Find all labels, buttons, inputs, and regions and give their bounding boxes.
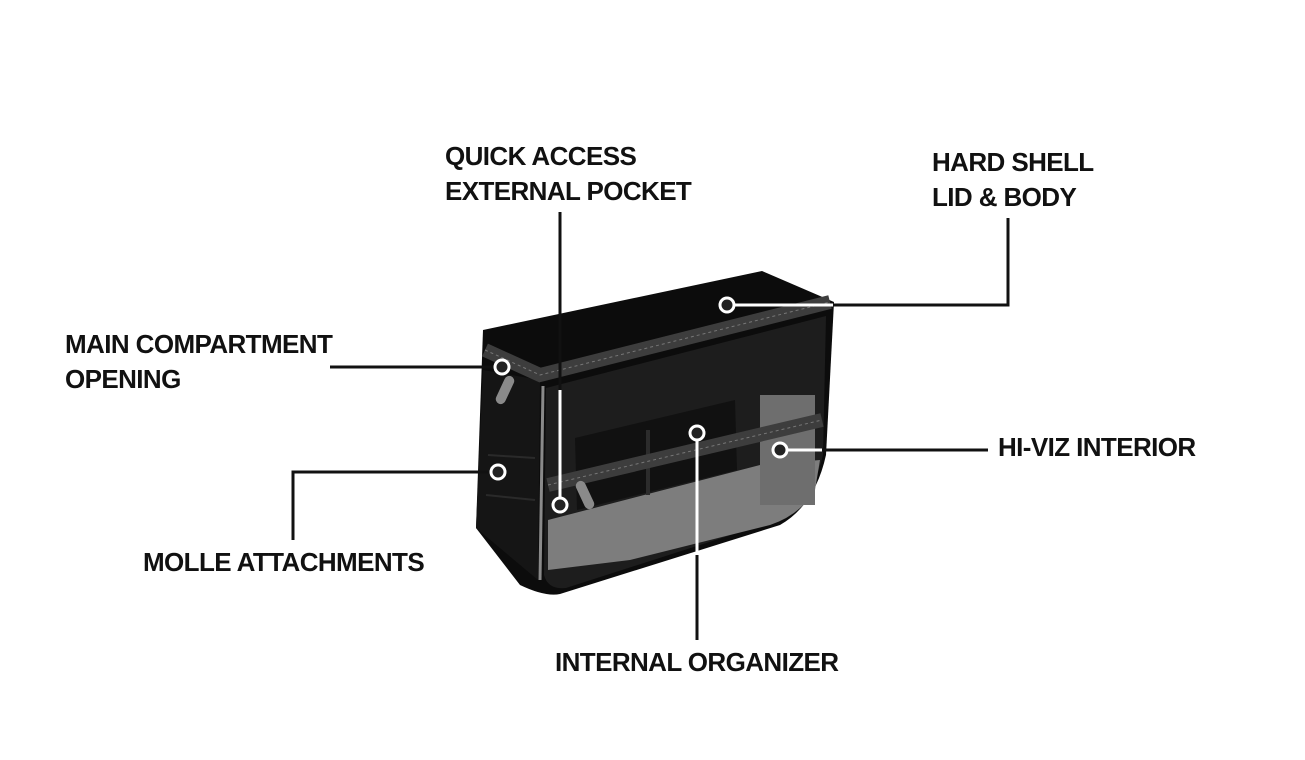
label-line: LID & BODY: [932, 182, 1077, 212]
label-line: OPENING: [65, 364, 181, 394]
window-edge: [538, 385, 545, 581]
dot-quick-access: [551, 496, 569, 514]
label-line: MAIN COMPARTMENT: [65, 329, 333, 359]
dot-main-compartment: [493, 358, 511, 376]
label-internal-organizer: INTERNAL ORGANIZER: [555, 647, 839, 677]
zipper-pull: [495, 375, 515, 405]
dot-hard-shell: [718, 296, 736, 314]
zipper-pull: [575, 480, 595, 510]
bag-side-panel: [476, 370, 540, 580]
interior-floor: [548, 460, 820, 570]
label-hi-viz: HI-VIZ INTERIOR: [998, 432, 1196, 462]
dot-hi-viz: [771, 441, 789, 459]
leader-molle: [291, 470, 490, 540]
label-line: QUICK ACCESS: [445, 141, 637, 171]
label-main-compartment: MAIN COMPARTMENT OPENING: [65, 327, 333, 397]
label-line: HARD SHELL: [932, 147, 1094, 177]
dot-molle: [489, 463, 507, 481]
dot-internal-organizer: [688, 424, 706, 442]
label-molle: MOLLE ATTACHMENTS: [143, 547, 425, 577]
label-hard-shell: HARD SHELL LID & BODY: [932, 145, 1094, 215]
label-line: EXTERNAL POCKET: [445, 176, 692, 206]
label-quick-access: QUICK ACCESS EXTERNAL POCKET: [445, 139, 692, 209]
